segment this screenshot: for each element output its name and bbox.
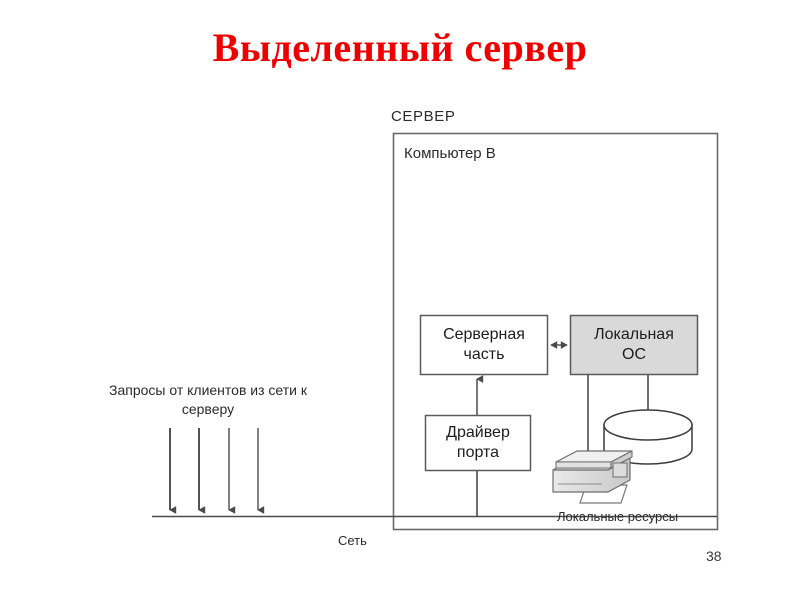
page-title: Выделенный сервер	[212, 25, 588, 70]
server-part-text: Серверная часть	[443, 325, 525, 365]
server-part-label: Серверная часть	[421, 316, 547, 374]
port-driver-label: Драйвер порта	[426, 416, 530, 470]
local-os-line2: ОС	[622, 346, 646, 363]
client-request-arrows	[169, 428, 265, 514]
local-os-box[interactable]	[569, 314, 699, 376]
client-requests-label: Запросы от клиентов из сети к серверу	[109, 382, 307, 417]
network-label: Сеть	[338, 533, 367, 548]
server-boundary-box	[392, 132, 719, 531]
local-os-text: Локальная ОС	[594, 325, 674, 365]
server-part-line1: Серверная	[443, 326, 525, 343]
server-part-box[interactable]	[419, 314, 549, 376]
port-driver-text: Драйвер порта	[446, 423, 510, 463]
server-part-line2: часть	[463, 346, 505, 363]
port-driver-line1: Драйвер	[446, 424, 510, 441]
port-driver-line2: порта	[456, 444, 500, 461]
computer-label: Компьютер В	[404, 145, 496, 162]
page-number: 38	[706, 548, 722, 564]
local-resources-label: Локальные ресурсы	[557, 509, 679, 524]
port-driver-box[interactable]	[424, 414, 532, 472]
local-os-line1: Локальная	[594, 326, 674, 343]
printer-icon	[552, 450, 633, 504]
server-caption: СЕРВЕР	[391, 108, 456, 125]
local-os-label: Локальная ОС	[571, 316, 697, 374]
